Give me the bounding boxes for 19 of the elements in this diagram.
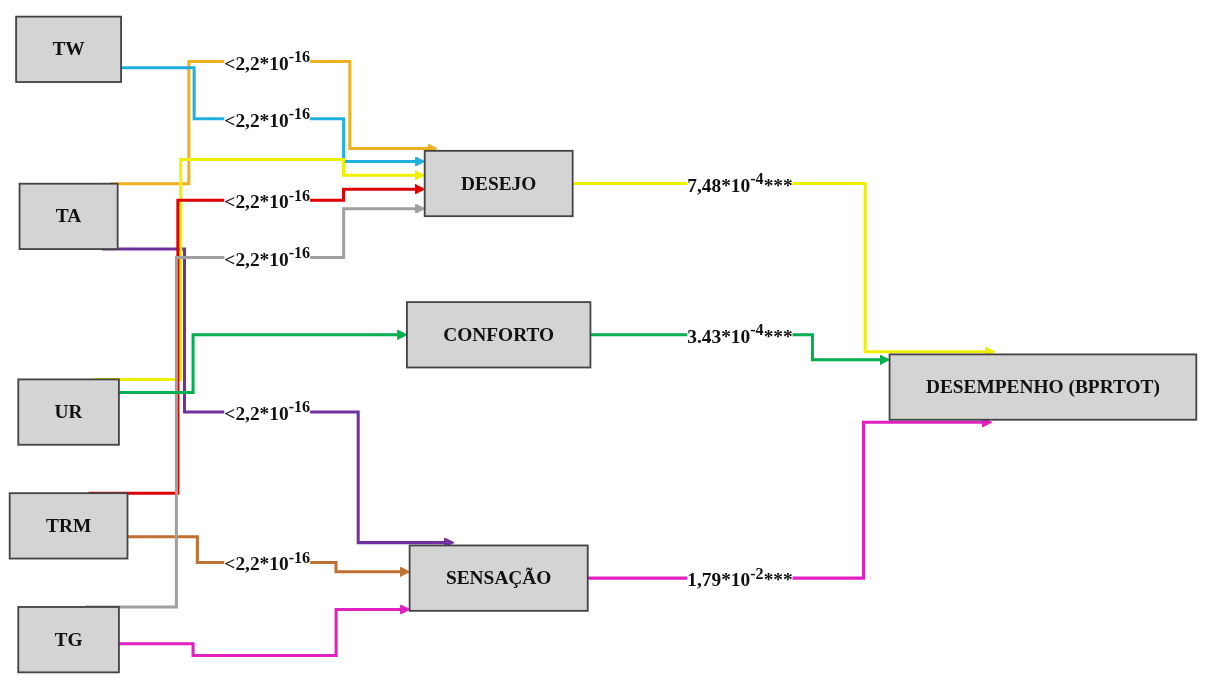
node-box: TRM xyxy=(8,492,129,560)
edge-label: <2,2*10$^{-16}$ xyxy=(224,397,311,424)
edge-label: 7,48*10$^{-4}$*** xyxy=(687,169,793,196)
node-box: UR xyxy=(17,378,120,446)
edge-label: <2,2*10$^{-16}$ xyxy=(224,243,311,270)
node-box: CONFORTO xyxy=(406,301,592,369)
edge-label: <2,2*10$^{-16}$ xyxy=(224,186,311,212)
node-box: TW xyxy=(15,15,122,83)
edge-label: <2,2*10$^{-16}$ xyxy=(224,548,311,575)
node-box: DESEMPENHO (BPRTOT) xyxy=(888,353,1198,421)
node-box: TG xyxy=(17,606,120,674)
edge-label: <2,2*10$^{-16}$ xyxy=(224,47,311,74)
edge-label: <2,2*10$^{-16}$ xyxy=(224,104,311,131)
node-box: TA xyxy=(18,182,119,250)
node-box: SENSAÇÃO xyxy=(408,544,589,612)
arrow xyxy=(118,604,411,657)
node-box: DESEJO xyxy=(423,149,574,218)
edge-label: 3.43*10$^{-4}$*** xyxy=(687,320,793,347)
edge-label: 1,79*10$^{-2}$*** xyxy=(687,564,793,590)
